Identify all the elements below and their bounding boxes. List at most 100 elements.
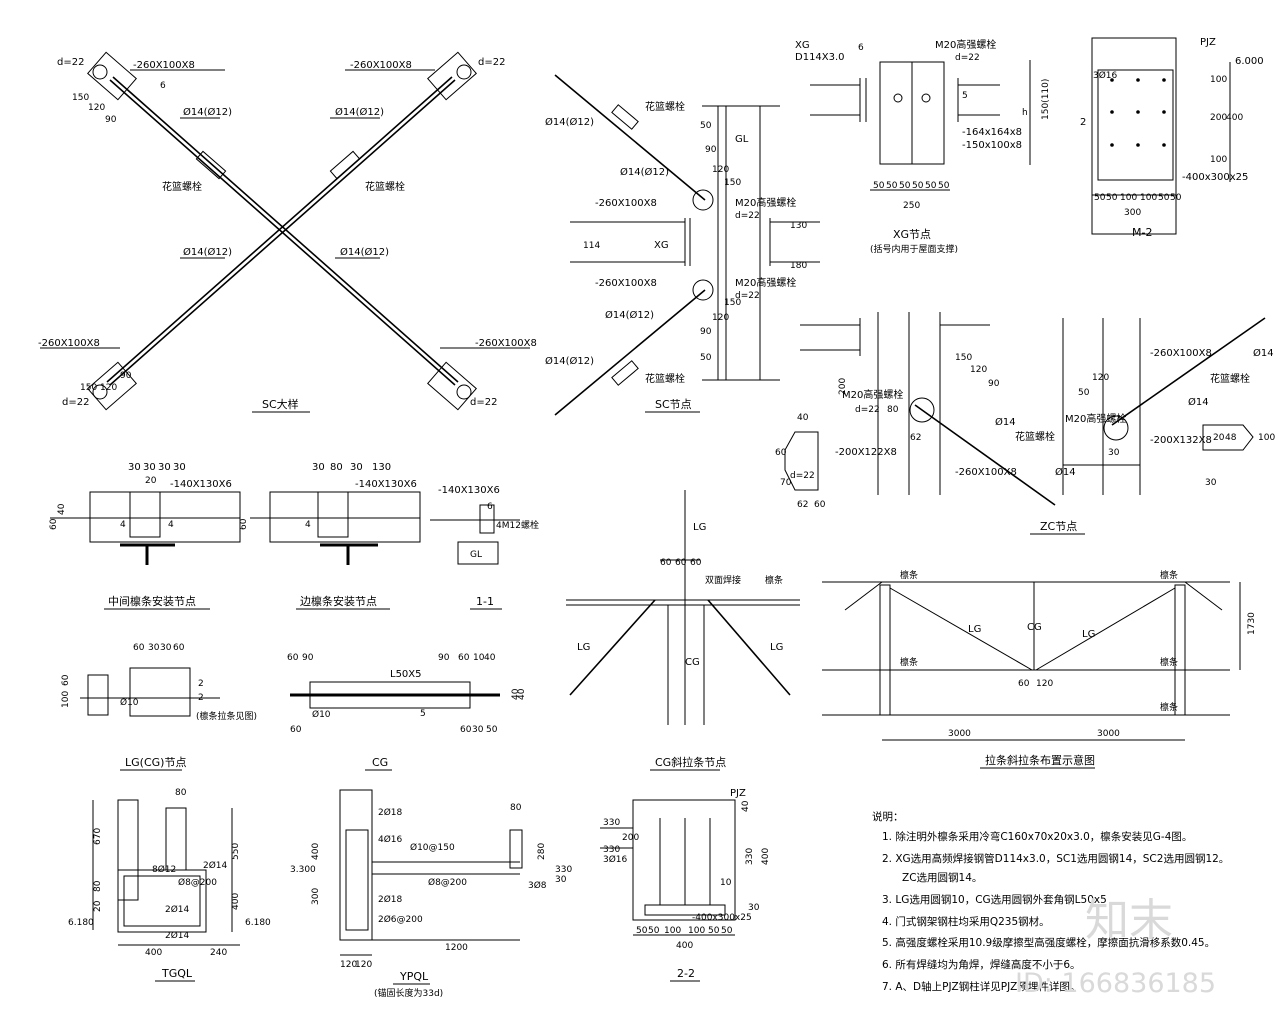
tgql-bars-1: 8Ø12	[152, 864, 176, 875]
purlin-plate-2: -140X130X6	[355, 479, 417, 490]
rod-label-tr: Ø14(Ø12)	[335, 106, 384, 118]
tgql-bars-2: 2Ø14	[203, 860, 228, 871]
svg-text:60: 60	[458, 653, 470, 663]
svg-text:50: 50	[1170, 193, 1182, 203]
plate-label-2: -260X100X8	[595, 278, 657, 289]
xg-node-plate-a: -164x164x8	[962, 127, 1022, 138]
svg-text:120: 120	[712, 313, 729, 323]
svg-text:3000: 3000	[948, 729, 971, 739]
svg-text:30: 30	[312, 462, 325, 473]
zc-plate-3: -260X100X8	[1150, 348, 1212, 359]
d-label-tr: d=22	[478, 57, 505, 68]
cg-section-title: CG斜拉条节点	[655, 755, 726, 769]
plate-label-bl: -260X100X8	[38, 338, 100, 349]
svg-text:d=22: d=22	[790, 471, 815, 481]
sc-node-detail: XG GL 114 Ø14(Ø12) Ø14(Ø12) Ø14(Ø12) Ø14…	[545, 74, 820, 416]
section-1-1-title: 1-1	[476, 595, 494, 608]
zc-plate-1: -200X122X8	[835, 447, 897, 458]
m2-elev: 6.000	[1235, 56, 1264, 67]
svg-text:100: 100	[664, 926, 681, 936]
svg-text:6: 6	[487, 502, 493, 512]
svg-text:550: 550	[231, 843, 241, 860]
svg-text:30: 30	[472, 725, 484, 735]
svg-text:20: 20	[1213, 433, 1225, 443]
svg-text:6.180: 6.180	[68, 918, 94, 928]
svg-text:GL: GL	[470, 550, 482, 560]
svg-text:330: 330	[555, 865, 572, 875]
svg-text:50: 50	[886, 181, 898, 191]
zc-plate-shape	[1202, 424, 1254, 451]
note-6: 6. 所有焊缝均为角焊，焊缝高度不小于6。	[882, 958, 1081, 971]
lg-bar: Ø10	[120, 697, 139, 708]
svg-text:90: 90	[120, 371, 132, 381]
ypql-bars-2: 4Ø16	[378, 834, 403, 845]
svg-text:50: 50	[700, 353, 712, 363]
svg-text:50: 50	[636, 926, 648, 936]
svg-text:70: 70	[780, 478, 792, 488]
xg-node-title: XG节点	[893, 228, 931, 241]
svg-text:3.300: 3.300	[290, 865, 316, 875]
svg-text:200: 200	[1210, 113, 1227, 123]
gusset-tl	[87, 51, 137, 101]
xg-label: XG	[654, 240, 669, 251]
layout-label-1: 檩条	[900, 569, 918, 581]
svg-text:90: 90	[105, 115, 117, 125]
svg-text:60: 60	[660, 558, 672, 568]
svg-text:100: 100	[688, 926, 705, 936]
ypql-bars-3: 2Ø18	[378, 894, 403, 905]
svg-text:400: 400	[676, 941, 693, 951]
lg-cg-title: LG(CG)节点	[125, 756, 186, 769]
svg-text:30: 30	[158, 462, 171, 473]
svg-text:60: 60	[133, 643, 145, 653]
svg-text:200: 200	[622, 833, 639, 843]
note-5: 5. 高强度螺栓采用10.9级摩擦型高强度螺栓，摩擦面抗滑移系数0.45。	[882, 936, 1215, 949]
d-label-bl: d=22	[62, 397, 89, 408]
svg-text:3000: 3000	[1097, 729, 1120, 739]
svg-text:150: 150	[72, 93, 89, 103]
gusset-tr	[427, 51, 477, 101]
svg-text:300: 300	[1124, 208, 1141, 218]
svg-text:80: 80	[887, 405, 899, 415]
zc-rod-2: Ø14	[1055, 466, 1076, 478]
note-1: 1. 除注明外檩条采用冷弯C160x70x20x3.0，檩条安装见G-4图。	[882, 830, 1192, 843]
layout-lg-1: LG	[968, 624, 981, 635]
svg-text:120: 120	[970, 365, 987, 375]
svg-text:50: 50	[721, 926, 733, 936]
svg-text:50: 50	[1158, 193, 1170, 203]
svg-text:10: 10	[473, 653, 485, 663]
svg-text:90: 90	[438, 653, 450, 663]
rod-label-tl: Ø14(Ø12)	[183, 106, 232, 118]
svg-text:50: 50	[700, 121, 712, 131]
turnbuckle-r	[329, 150, 361, 180]
xg-node-bolt: M20高强螺栓	[935, 38, 996, 51]
turnbuckle-label-2: 花篮螺栓	[645, 372, 685, 385]
zc-title: ZC节点	[1040, 520, 1077, 533]
zc-rod-3: Ø14	[1253, 347, 1274, 359]
zc-turnbuckle-2: 花篮螺栓	[1210, 372, 1250, 385]
purlin-view-2-title: 边檩条安装节点	[300, 594, 377, 608]
layout-label-2: 檩条	[1160, 569, 1178, 581]
svg-text:90: 90	[705, 145, 717, 155]
svg-text:Ø10: Ø10	[312, 709, 331, 720]
svg-text:20: 20	[145, 476, 157, 486]
rod-label-br: Ø14(Ø12)	[340, 246, 389, 258]
svg-text:50: 50	[486, 725, 498, 735]
svg-text:240: 240	[210, 948, 227, 958]
svg-text:400: 400	[145, 948, 162, 958]
turnbuckle-label-1: 花篮螺栓	[645, 100, 685, 113]
svg-text:50: 50	[1078, 388, 1090, 398]
svg-text:90: 90	[988, 379, 1000, 389]
tgql-title: TGQL	[161, 967, 193, 980]
svg-text:50: 50	[1106, 193, 1118, 203]
layout-title: 拉条斜拉条布置示意图	[985, 753, 1095, 767]
svg-text:30: 30	[1205, 478, 1217, 488]
note-2b: ZC选用圆钢14。	[902, 871, 982, 884]
svg-text:40: 40	[484, 653, 496, 663]
purlin-connections: 30 30 30 30 20 30 80 30 130 -140X130X6 -…	[49, 462, 539, 610]
svg-text:130: 130	[372, 462, 391, 473]
svg-text:2: 2	[1080, 117, 1086, 128]
svg-text:30: 30	[350, 462, 363, 473]
svg-text:60: 60	[61, 674, 71, 686]
zc-plate-4: -200X132X8	[1150, 435, 1212, 446]
bracing-layout: 檩条 檩条 檩条 檩条 檩条 LG LG CG 1730 60 120 3000…	[822, 569, 1257, 769]
